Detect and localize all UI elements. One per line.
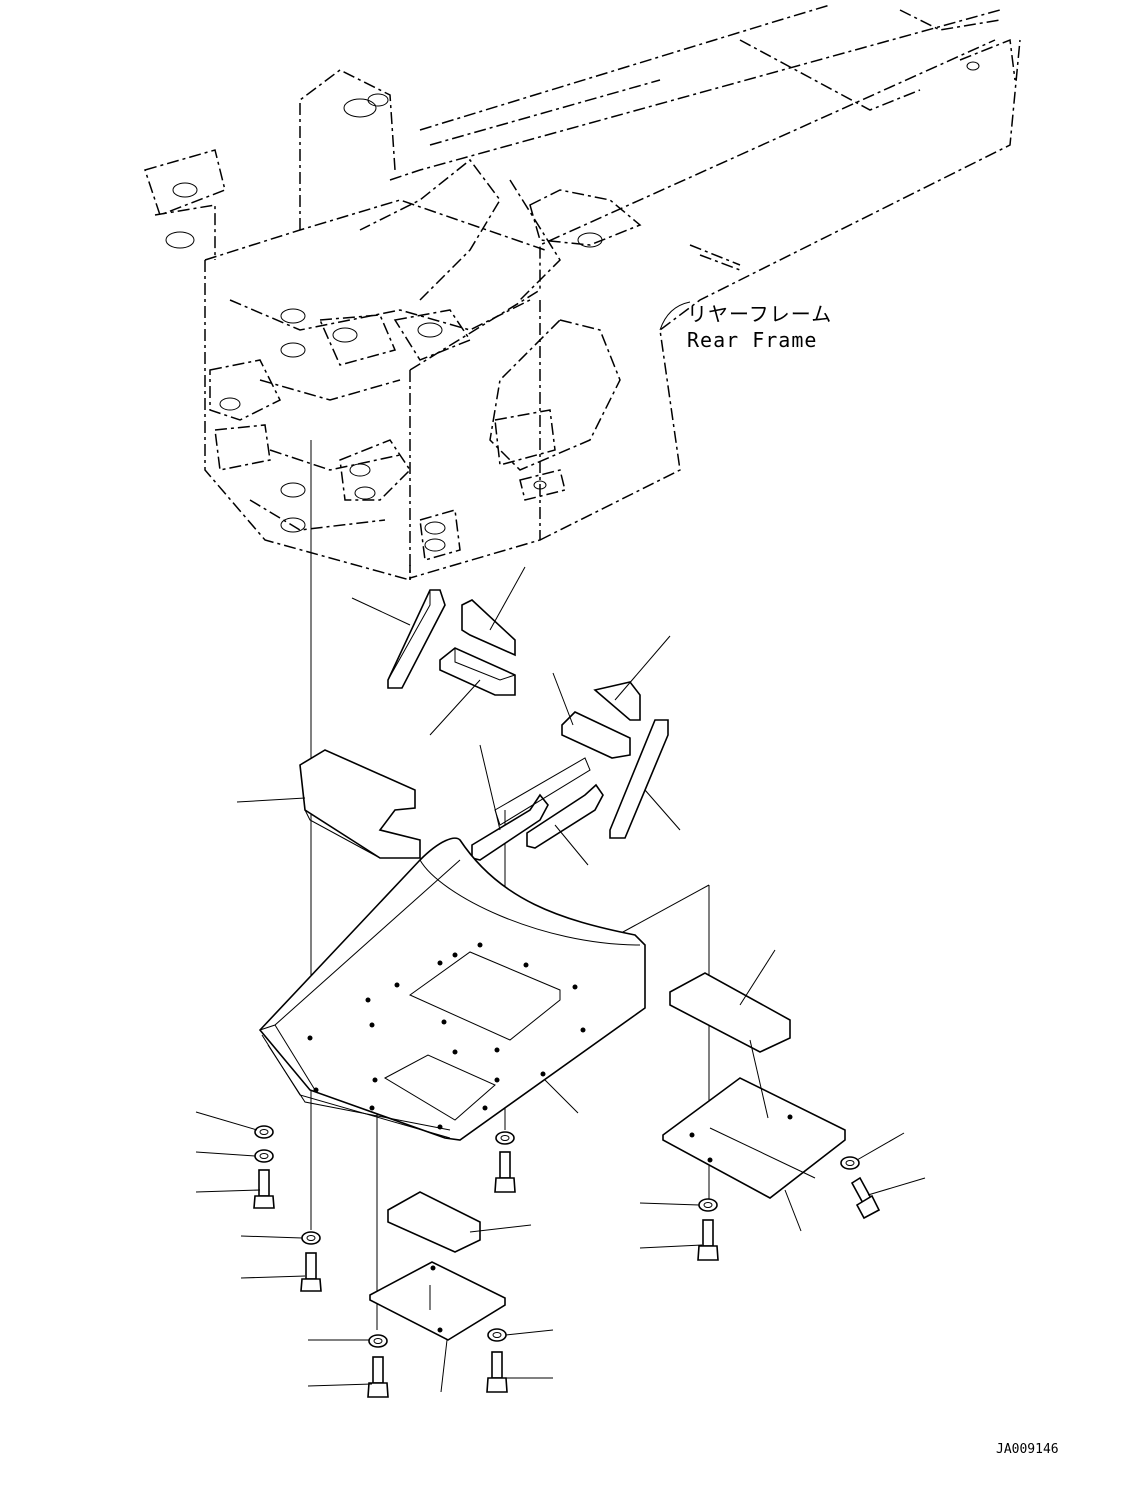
block-pad-2 — [561, 711, 631, 759]
wedge-pad-3 — [593, 681, 641, 721]
rear-frame — [144, 4, 1021, 581]
rubber-pads — [299, 589, 791, 1253]
bottom-cover-plate — [369, 1261, 506, 1341]
frame-label-en: Rear Frame — [687, 328, 818, 352]
right-cover-plate — [662, 1077, 846, 1199]
leader-lines — [195, 566, 926, 1393]
washer-icon — [254, 1125, 860, 1348]
alignment-lines — [310, 440, 710, 1330]
hex-bolt-icon — [253, 1151, 881, 1398]
cutout-upper — [409, 951, 561, 1041]
fasteners — [253, 1125, 881, 1398]
curved-bar-2 — [526, 783, 604, 849]
frame-label-jp: リヤーフレーム — [687, 302, 833, 326]
cutout-lower — [383, 1054, 496, 1121]
block-pad-3 — [669, 972, 791, 1053]
wedge-pad-2 — [461, 599, 516, 657]
wedge-pad-4 — [609, 719, 669, 839]
underguard-plate — [258, 837, 646, 1141]
wedge-pad-1 — [387, 589, 446, 689]
notched-plate — [299, 749, 421, 859]
frame-leader — [659, 301, 691, 331]
block-pad-4 — [387, 1191, 481, 1253]
drawing-id: JA009146 — [996, 1442, 1059, 1457]
